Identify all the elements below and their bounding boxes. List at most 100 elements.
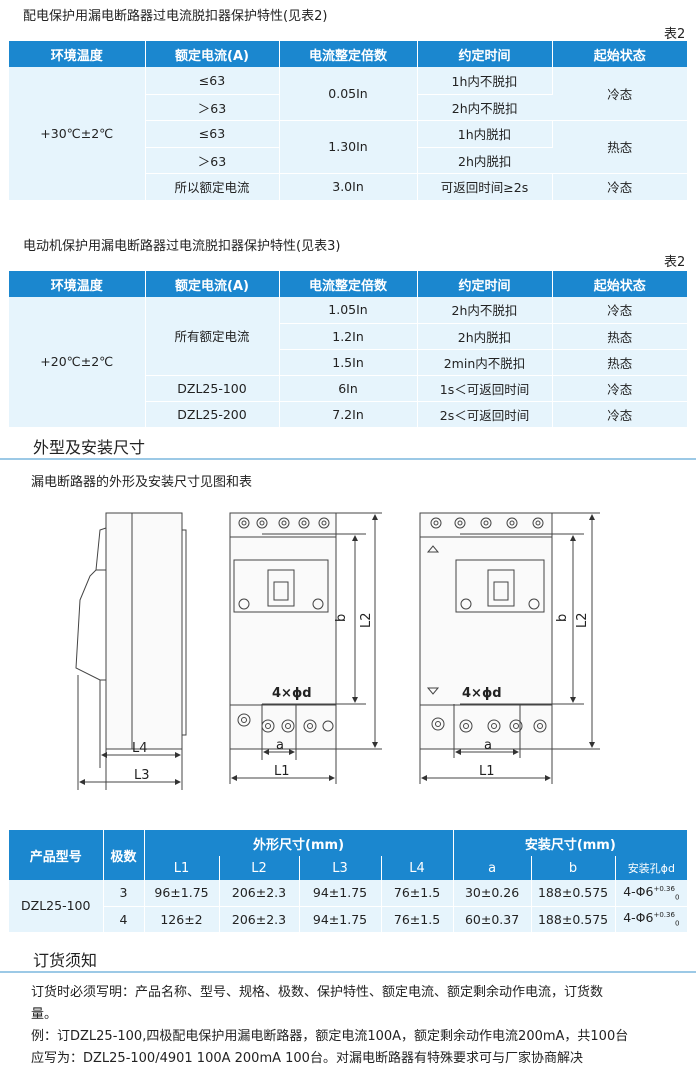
section-dims-intro: 漏电断路器的外形及安装尺寸见图和表 [31, 475, 253, 490]
table2-title: 电动机保护用漏电断路器过电流脱扣器保护特性(见表3) [23, 239, 341, 254]
front-view-3pole [229, 512, 382, 784]
dims-cell-L2: 206±2.3 [219, 880, 300, 907]
table1-header-state: 起始状态 [552, 41, 687, 67]
table2-label: 表2 [664, 255, 686, 270]
table1-header-current: 额定电流(A) [145, 41, 280, 67]
dims-sub-L4: L4 [381, 856, 454, 880]
dims-sub-hole: 安装孔ϕd [615, 856, 688, 880]
ordering-line: 例：订DZL25-100,四极配电保护用漏电断路器，额定电流100A，额定剩余动… [31, 1029, 629, 1044]
table1-current: 所以额定电流 [145, 173, 280, 201]
table1-state: 冷态 [552, 173, 687, 201]
dims-cell-L4: 76±1.5 [381, 880, 454, 907]
table2-time: 2h内脱扣 [417, 323, 553, 350]
table2-header-temp: 环境温度 [9, 271, 146, 297]
table1-current: ≤63 [145, 67, 280, 95]
dims-cell-poles: 4 [103, 906, 145, 933]
table1-label: 表2 [664, 27, 686, 42]
table1-multiple: 3.0In [279, 173, 418, 201]
table2-multiple: 7.2In [279, 401, 418, 428]
dims-cell-hole: 4-Φ6+0.360 [615, 906, 688, 933]
dims-cell-b: 188±0.575 [531, 906, 616, 933]
table2-multiple: 1.2In [279, 323, 418, 350]
dims-cell-L1: 126±2 [144, 906, 220, 933]
label-L1-4pole: L1 [479, 764, 495, 779]
dims-cell-a: 30±0.26 [453, 880, 532, 907]
dims-cell-hole-tol: +0.36 [653, 911, 675, 920]
table2-time: 2s＜可返回时间 [417, 401, 553, 428]
dims-header-outline: 外形尺寸(mm) [144, 830, 454, 856]
table2-header-state: 起始状态 [552, 271, 687, 297]
label-a-3pole: a [276, 738, 284, 753]
dims-cell-hole-tol: +0.36 [653, 884, 675, 893]
table1-time: 1h内不脱扣 [417, 67, 553, 95]
table1-state: 热态 [552, 120, 687, 174]
dims-sub-L3: L3 [299, 856, 382, 880]
table1-time: 2h内脱扣 [417, 147, 552, 174]
table1: 环境温度 额定电流(A) 电流整定倍数 约定时间 起始状态 +30℃±2℃ ≤6… [9, 41, 687, 201]
dims-header-install: 安装尺寸(mm) [453, 830, 688, 856]
dims-cell-b: 188±0.575 [531, 880, 616, 907]
table2-time: 2min内不脱扣 [417, 349, 553, 376]
table2-current: DZL25-200 [145, 401, 280, 428]
dims-cell-L2: 206±2.3 [219, 906, 300, 933]
dims-sub-a: a [453, 856, 532, 880]
table1-time: 可返回时间≥2s [417, 173, 553, 201]
dims-cell-hole-tol2: 0 [674, 919, 680, 928]
ordering-line: 订货时必须写明：产品名称、型号、规格、极数、保护特性、额定电流、额定剩余动作电流… [31, 985, 604, 1000]
table1-header-temp: 环境温度 [9, 41, 146, 67]
dims-header-model: 产品型号 [9, 830, 104, 880]
table2: 环境温度 额定电流(A) 电流整定倍数 约定时间 起始状态 +20℃±2℃ 所有… [9, 271, 687, 428]
table2-temp: +20℃±2℃ [9, 297, 146, 428]
table2-multiple: 6In [279, 375, 418, 402]
dims-cell-hole-value: 4-Φ6 [623, 884, 654, 899]
table1-current: ＞63 [145, 147, 280, 174]
dims-cell-poles: 3 [103, 880, 145, 907]
dims-model: DZL25-100 [9, 880, 104, 933]
label-L2-4pole: L2 [575, 612, 590, 628]
table1-header-multiple: 电流整定倍数 [279, 41, 418, 67]
table1-current: ＞63 [145, 94, 280, 121]
section-dims-rule [0, 458, 696, 460]
label-L3: L3 [134, 768, 150, 783]
label-a-4pole: a [484, 738, 492, 753]
table2-state: 热态 [552, 349, 687, 376]
dims-cell-L3: 94±1.75 [299, 880, 382, 907]
label-hole-4pole: 4×ϕd [462, 686, 502, 701]
dims-header-poles: 极数 [103, 830, 145, 880]
table2-header-current: 额定电流(A) [145, 271, 280, 297]
table1-time: 1h内脱扣 [417, 120, 553, 148]
table2-multiple: 1.5In [279, 349, 418, 376]
table1-header-time: 约定时间 [417, 41, 553, 67]
section-order-title: 订货须知 [33, 951, 98, 970]
dims-cell-L1: 96±1.75 [144, 880, 220, 907]
table1-multiple: 1.30In [279, 120, 418, 174]
table2-state: 冷态 [552, 375, 687, 402]
table2-state: 冷态 [552, 297, 687, 324]
label-b-4pole: b [555, 614, 570, 622]
dims-sub-b: b [531, 856, 616, 880]
dims-cell-hole-value: 4-Φ6 [623, 910, 654, 926]
dimension-drawing: L4 L3 a L1 4×ϕd b L2 a L1 4×ϕd b L2 [75, 512, 600, 790]
table2-current: 所有额定电流 [145, 297, 280, 376]
label-b-3pole: b [334, 614, 349, 622]
ordering-text: 订货时必须写明：产品名称、型号、规格、极数、保护特性、额定电流、额定剩余动作电流… [31, 982, 691, 1070]
section-order-heading: 订货须知 [0, 947, 696, 973]
dims-cell-L3: 94±1.75 [299, 906, 382, 933]
dims-cell-L4: 76±1.5 [381, 906, 454, 933]
table2-state: 冷态 [552, 401, 687, 428]
dims-cell-hole-tol2: 0 [674, 893, 680, 902]
table1-state: 冷态 [552, 67, 687, 121]
table2-state: 热态 [552, 323, 687, 350]
table1-time: 2h内不脱扣 [417, 94, 552, 121]
ordering-line: 应写为：DZL25-100/4901 100A 200mA 100台。对漏电断路… [31, 1051, 583, 1066]
dims-cell-hole: 4-Φ6+0.360 [615, 880, 688, 907]
section-order-rule [0, 971, 696, 973]
label-L4: L4 [132, 741, 148, 756]
ordering-line: 量。 [31, 1007, 58, 1022]
label-hole-3pole: 4×ϕd [272, 686, 312, 701]
dims-sub-L1: L1 [144, 856, 220, 880]
section-dims-heading: 外型及安装尺寸 [0, 434, 696, 460]
table1-current: ≤63 [145, 120, 280, 148]
table2-current: DZL25-100 [145, 375, 280, 402]
